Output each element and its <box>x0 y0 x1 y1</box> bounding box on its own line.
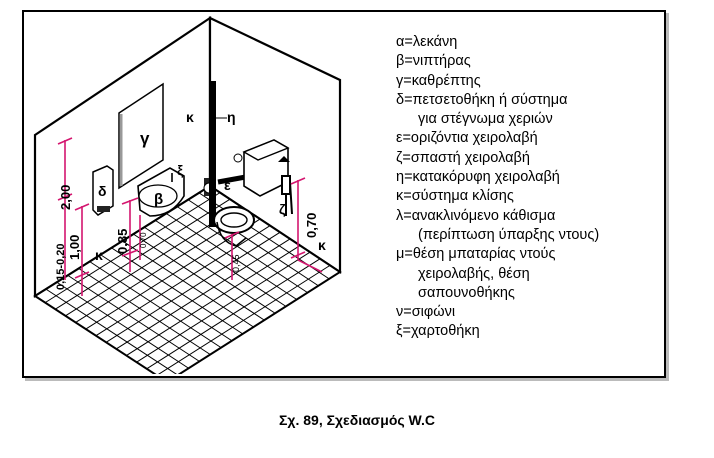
wash-basin <box>137 167 185 217</box>
label-alarm-left: κ <box>186 109 194 125</box>
legend-item: β=νιπτήρας <box>396 53 471 70</box>
legend-item: (περίπτωση ύπαρξης ντους) <box>418 226 600 243</box>
label-alarm-right: κ <box>318 237 326 253</box>
legend-item: σαπουνοθήκης <box>418 284 515 301</box>
legend-list: α=λεκάνη β=νιπτήρας γ=καθρέπτης δ=πετσετοθή… <box>396 33 599 342</box>
label-horizontal-bar: ε <box>224 177 231 193</box>
label-dryer: δ <box>98 183 107 199</box>
legend-item: γ=καθρέπτης <box>396 72 481 89</box>
legend-item: μ=θέση μπαταρίας ντούς <box>396 246 556 263</box>
label-paper-holder: ξ <box>177 162 184 178</box>
legend-item: για στέγνωμα χεριών <box>418 111 553 128</box>
legend-item: α=λεκάνη <box>396 34 458 50</box>
legend-item: δ=πετσετοθήκη ή σύστημα <box>396 91 568 108</box>
dim-low: 0,15-0,20 <box>55 244 67 290</box>
legend-item: ν=σιφώνι <box>396 304 456 321</box>
label-hinged-bar: ζ <box>279 201 286 217</box>
dim-height-2: 2,00 <box>58 185 73 210</box>
vertical-grab-bar <box>209 81 216 227</box>
floor-grid <box>33 184 342 374</box>
legend-item: ε=οριζόντια χειρολαβή <box>396 130 538 147</box>
label-basin: β <box>154 191 163 208</box>
legend-item: ξ=χαρτοθήκη <box>396 323 480 340</box>
legend-item: η=κατακόρυφη χειρολαβή <box>396 169 560 186</box>
label-mirror: γ <box>140 129 150 148</box>
legend-item: λ=ανακλινόμενο κάθισμα <box>396 207 556 224</box>
toilet <box>213 139 290 247</box>
dim-height-1: 1,00 <box>67 235 82 260</box>
hinged-grab-bar <box>281 175 293 216</box>
figure-caption: Σχ. 89, Σχεδιασμός W.C <box>279 412 435 428</box>
wc-isometric-drawing: γ β δ ξ ε η κ κ κ ζ 2,00 1,00 0,15-0,20 … <box>33 15 342 374</box>
legend-item: κ=σύστημα κλίσης <box>396 188 514 205</box>
dim-basin: 0,85 <box>115 229 130 254</box>
dim-bar: 0,70 <box>304 213 319 238</box>
dimension-lines <box>57 137 323 296</box>
mirror <box>118 82 164 190</box>
hand-dryer <box>92 165 114 216</box>
dim-seat: 0,45 <box>231 254 241 272</box>
label-alarm-floor: κ <box>95 247 103 263</box>
legend-item: ζ=σπαστή χειρολαβή <box>396 149 530 166</box>
label-vertical-bar: η <box>227 109 236 125</box>
dim-basin-under: 0,70 <box>139 232 148 248</box>
legend-item: χειρολαβής, θέση <box>418 265 530 282</box>
